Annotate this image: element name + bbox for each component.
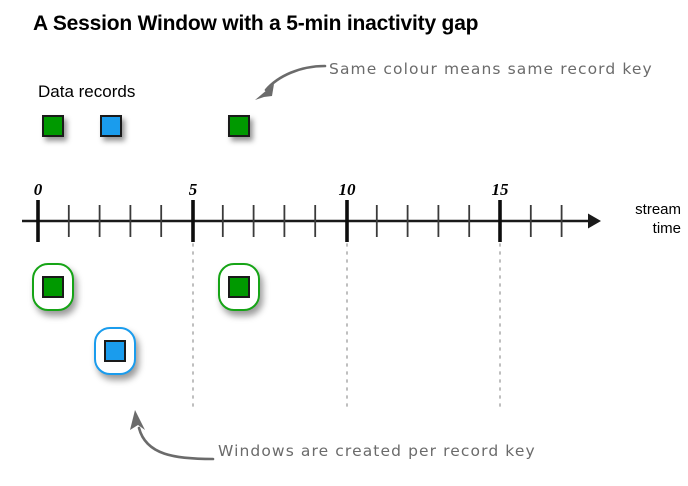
annotation-same-colour-text: Same colour means same record key: [329, 60, 653, 78]
axis-arrowhead-icon: [588, 213, 601, 229]
annotation-windows-per-key-text: Windows are created per record key: [218, 442, 536, 460]
data-record-green-1: [42, 115, 64, 137]
axis-tick-label-0: 0: [33, 180, 43, 199]
data-record-green-2: [228, 115, 250, 137]
session-window-blue-1: [94, 327, 136, 375]
windowed-record-blue-1: [104, 340, 126, 362]
session-window-green-2: [218, 263, 260, 311]
page-title: A Session Window with a 5-min inactivity…: [33, 12, 479, 35]
stream-time-axis: [22, 213, 601, 229]
annotation-arrow-top: [255, 64, 327, 100]
annotation-arrowhead-top-icon: [255, 84, 274, 100]
axis-tick-label-10: 10: [338, 180, 356, 199]
windowed-record-green-2: [228, 276, 250, 298]
session-window-green-1: [32, 263, 74, 311]
axis-name-label: stream time: [635, 201, 681, 237]
axis-tick-label-15: 15: [491, 180, 509, 199]
data-record-blue-1: [100, 115, 122, 137]
data-records-label: Data records: [38, 82, 136, 101]
axis-minor-ticks: [67, 205, 563, 237]
axis-major-ticks: [36, 200, 502, 242]
axis-tick-label-5: 5: [188, 180, 198, 199]
annotation-arrowhead-bottom-icon: [130, 410, 145, 430]
annotation-arrow-bottom: [130, 410, 215, 461]
windowed-record-green-1: [42, 276, 64, 298]
